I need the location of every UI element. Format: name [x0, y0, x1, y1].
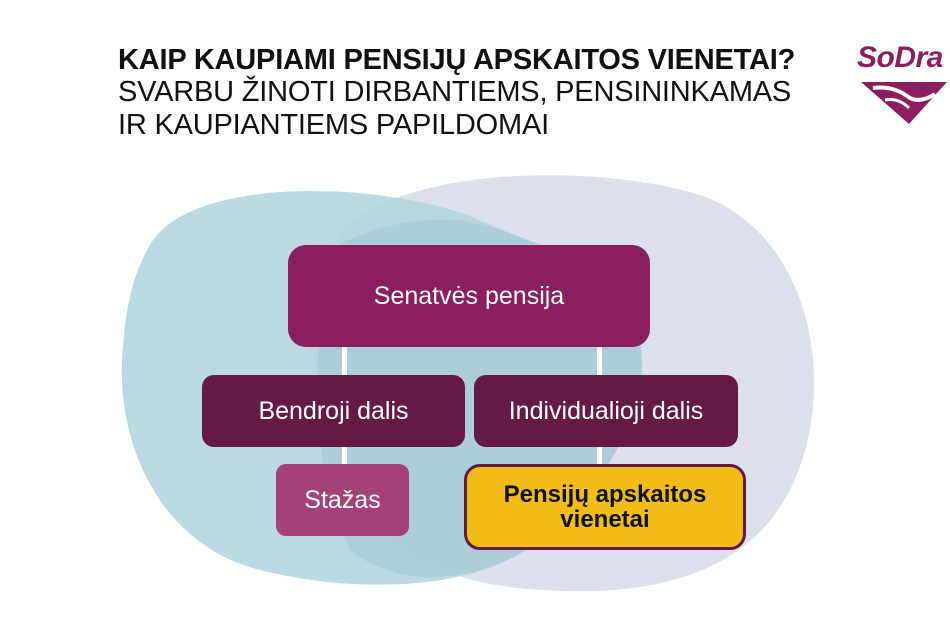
- sodra-logo-mark-icon: [861, 82, 947, 124]
- logo-text: SoDra: [857, 41, 943, 74]
- connector-right-leaf: [597, 445, 602, 467]
- node-stazas: Stažas: [276, 464, 409, 536]
- sodra-logo: SoDra: [855, 38, 950, 128]
- node-root-label: Senatvės pensija: [373, 281, 565, 310]
- connector-root-right: [597, 345, 602, 377]
- node-bendroji-dalis: Bendroji dalis: [202, 375, 465, 447]
- node-individualioji-dalis: Individualioji dalis: [474, 375, 738, 447]
- node-senatves-pensija: Senatvės pensija: [288, 245, 650, 347]
- connector-root-left: [342, 345, 347, 377]
- page-subtitle-line-2: IR KAUPIANTIEMS PAPILDOMAI: [118, 108, 549, 141]
- node-right-leaf-label: Pensijų apskaitos vienetai: [503, 480, 707, 533]
- connector-left-leaf: [342, 445, 347, 467]
- headline: KAIP KAUPIAMI PENSIJŲ APSKAITOS VIENETAI…: [118, 44, 818, 141]
- node-right-branch-label: Individualioji dalis: [508, 396, 704, 425]
- node-pensiju-apskaitos-vienetai: Pensijų apskaitos vienetai: [464, 464, 746, 550]
- node-left-branch-label: Bendroji dalis: [258, 396, 409, 425]
- page-title: KAIP KAUPIAMI PENSIJŲ APSKAITOS VIENETAI…: [118, 44, 796, 76]
- node-left-leaf-label: Stažas: [304, 485, 381, 514]
- page-subtitle-line-1: SVARBU ŽINOTI DIRBANTIEMS, PENSININKAMAS: [118, 76, 792, 109]
